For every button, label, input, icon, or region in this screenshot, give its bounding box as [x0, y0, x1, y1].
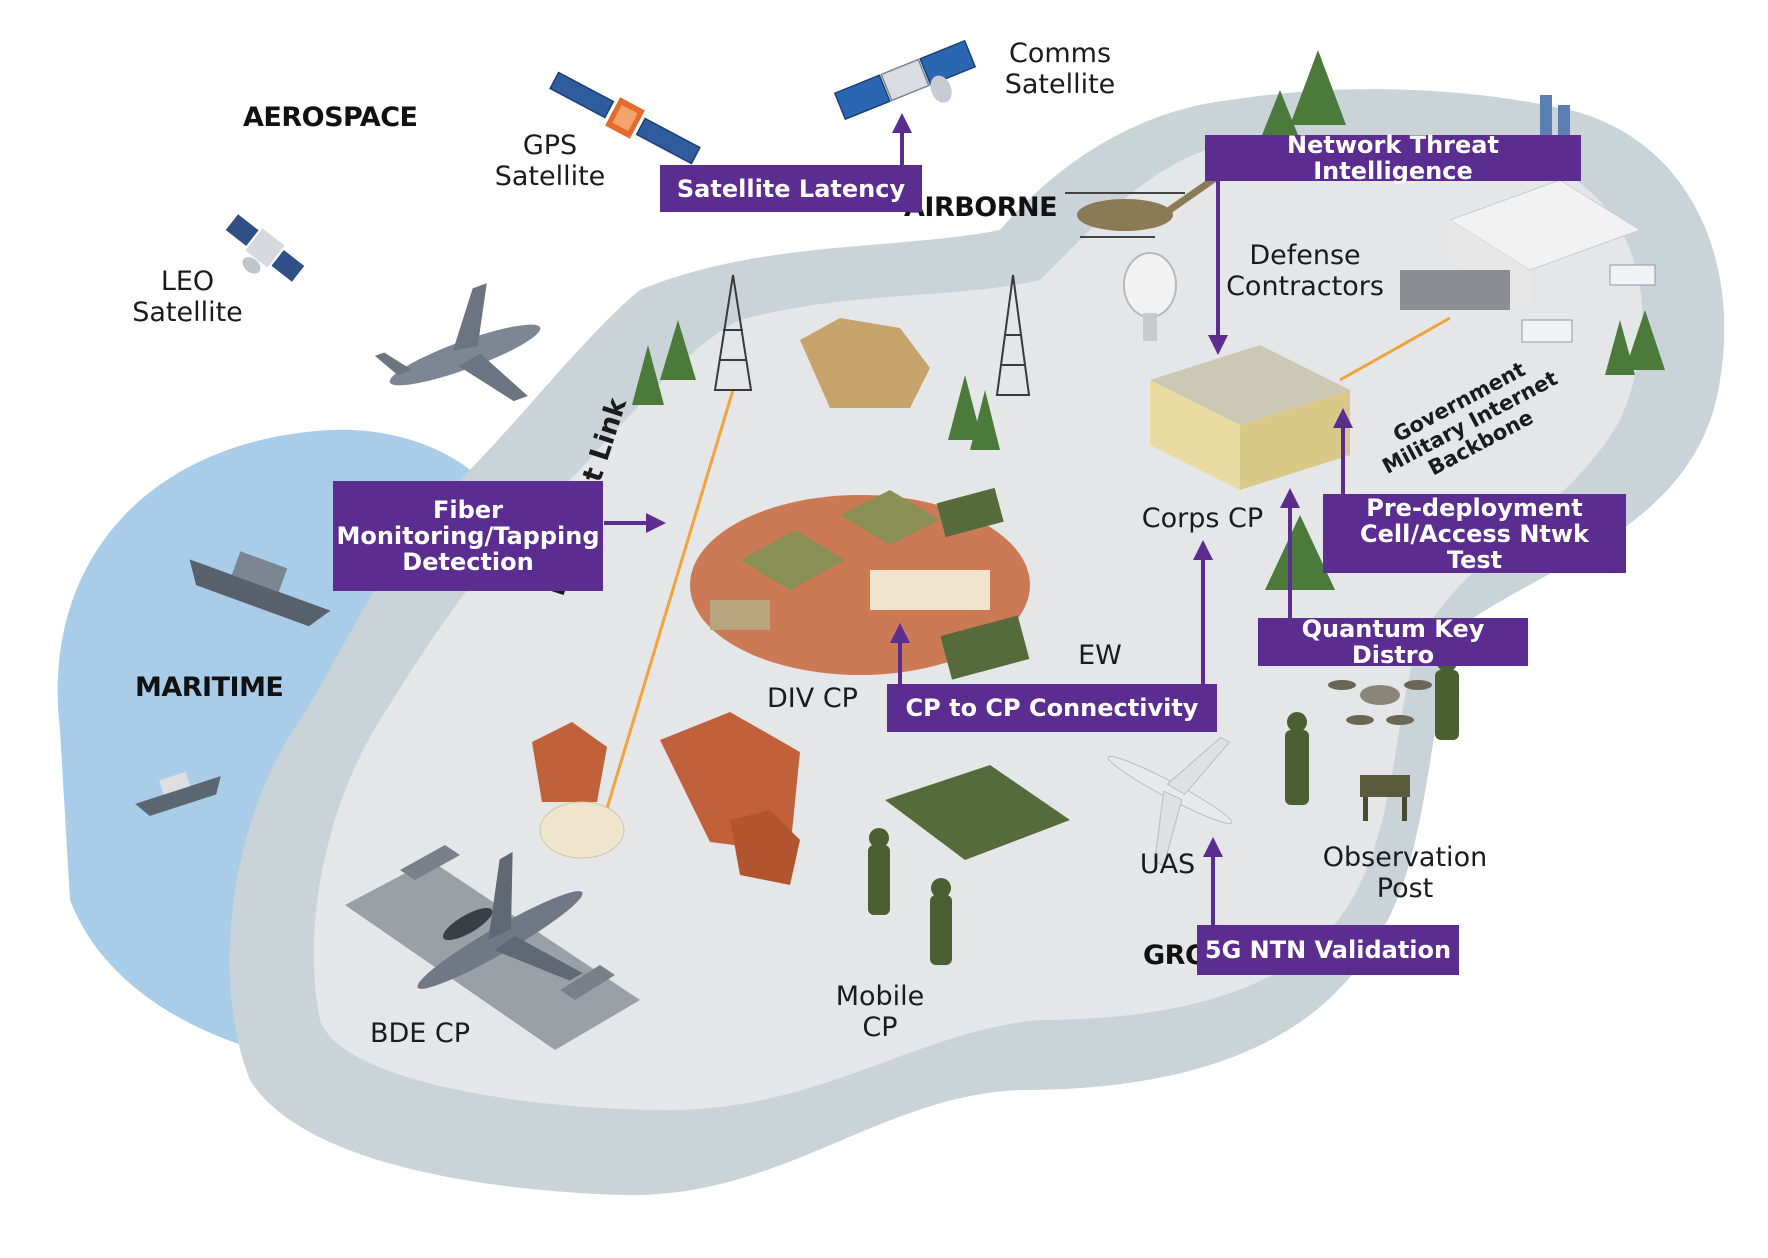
- corps-cp-building-icon: [1150, 345, 1350, 490]
- callout-arrows: [604, 113, 1353, 934]
- radio-tower-icon: [713, 274, 1031, 396]
- rock-icons: [532, 318, 930, 885]
- soldier-icons: [868, 652, 1459, 965]
- callout-quantum-key-distro: Quantum Key Distro: [1258, 616, 1528, 668]
- label-comms-satellite: Comms Satellite: [1004, 38, 1116, 100]
- tree-icons: [632, 50, 1665, 590]
- dome-tent-icon: [539, 801, 625, 859]
- label-ew: EW: [1078, 640, 1122, 671]
- comms-satellite-icon: [833, 39, 977, 121]
- backbone-link-line: [1339, 316, 1451, 382]
- label-bde-cp: BDE CP: [369, 1018, 471, 1049]
- ship-icon: [189, 551, 331, 627]
- label-uas: UAS: [1139, 849, 1196, 880]
- gps-satellite-icon: [549, 71, 701, 165]
- factory-icon: [1400, 95, 1642, 310]
- cargo-plane-icon: [374, 283, 541, 402]
- radar-dish-icon: [1123, 252, 1177, 341]
- awacs-plane-icon: [417, 851, 583, 989]
- ethernet-link-line: [603, 389, 735, 816]
- callout-5g-ntn-validation: 5G NTN Validation: [1197, 925, 1459, 975]
- div-cp-camp: [690, 490, 1030, 675]
- label-mobile-cp: Mobile CP: [835, 981, 925, 1043]
- callout-fiber-monitoring: Fiber Monitoring/Tapping Detection: [333, 481, 603, 591]
- label-leo-satellite: LEO Satellite: [132, 266, 243, 328]
- callout-pre-deployment-test: Pre-deployment Cell/Access Ntwk Test: [1323, 494, 1626, 573]
- callout-cp-to-cp-connectivity: CP to CP Connectivity: [887, 684, 1217, 732]
- label-observation-post: Observation Post: [1322, 842, 1488, 904]
- boat-icon: [135, 771, 221, 817]
- label-gps-satellite: GPS Satellite: [494, 130, 606, 192]
- helicopter-icon: [1065, 174, 1219, 238]
- truck-icons: [1521, 264, 1656, 343]
- label-defense-contractors: Defense Contractors: [1226, 240, 1384, 302]
- label-corps-cp: Corps CP: [1141, 503, 1264, 534]
- uas-drone-icon: [1107, 736, 1233, 867]
- domain-label-maritime: MARITIME: [135, 672, 284, 703]
- armored-vehicle-icons: [885, 487, 1070, 860]
- domain-label-aerospace: AEROSPACE: [243, 102, 418, 133]
- leo-satellite-icon: [225, 214, 305, 282]
- label-div-cp: DIV CP: [767, 683, 858, 714]
- robot-dog-icon: [1360, 775, 1410, 821]
- quadcopter-icon: [1328, 680, 1432, 725]
- callout-satellite-latency: Satellite Latency: [660, 165, 922, 212]
- domain-label-airborne: AIRBORNE: [904, 192, 1058, 223]
- callout-network-threat-intelligence: Network Threat Intelligence: [1205, 132, 1581, 184]
